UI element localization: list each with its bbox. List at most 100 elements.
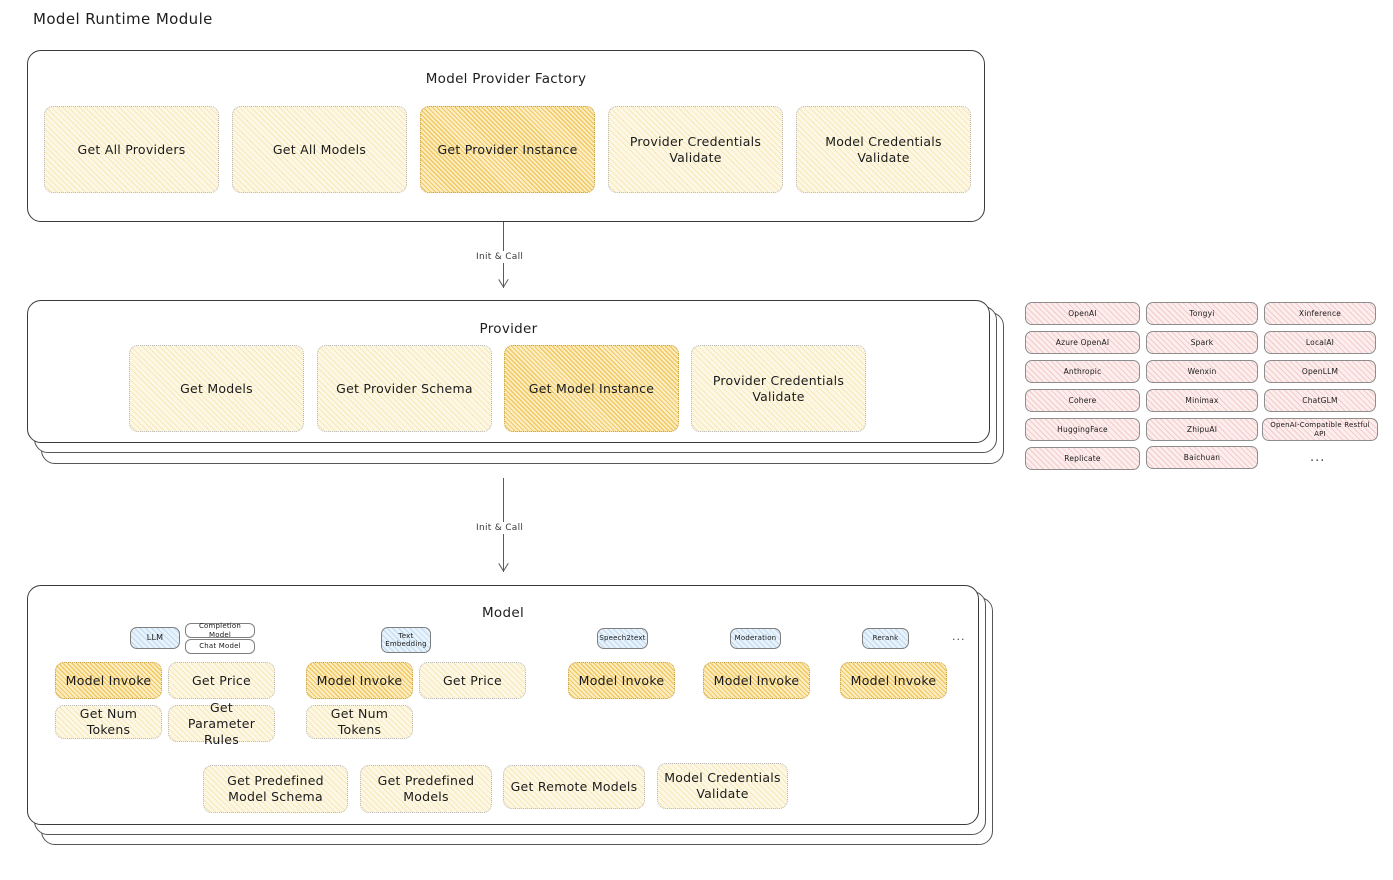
model-text-embedding-node-get-price[interactable]: Get Price (419, 662, 526, 699)
chip-label: Azure OpenAI (1055, 338, 1110, 347)
provider-title: Provider (479, 321, 538, 337)
chip-label: Baichuan (1183, 453, 1221, 462)
model-moderation-node-model-invoke[interactable]: Model Invoke (703, 662, 810, 699)
factory-node-get-all-models[interactable]: Get All Models (232, 106, 407, 193)
node-label: Get Price (443, 672, 502, 688)
arrow-factory-to-provider-head (498, 278, 509, 289)
arrow-factory-to-provider-label: Init & Call (472, 251, 528, 263)
model-rerank-node-model-invoke[interactable]: Model Invoke (840, 662, 947, 699)
provider-node-get-provider-schema[interactable]: Get Provider Schema (317, 345, 492, 432)
factory-node-get-all-providers[interactable]: Get All Providers (44, 106, 219, 193)
node-label: Model Credentials Validate (664, 770, 781, 801)
node-label: Model Credentials Validate (825, 133, 942, 165)
chip-label: ZhipuAI (1186, 425, 1218, 434)
chip-label: OpenLLM (1301, 367, 1339, 376)
provider-chip-azure-openai[interactable]: Azure OpenAI (1025, 331, 1140, 354)
provider-chip-openai-compatible-restful-api[interactable]: OpenAI-Compatible Restful API (1262, 418, 1378, 441)
model-llm-node-model-invoke[interactable]: Model Invoke (55, 662, 162, 699)
chip-label: HuggingFace (1057, 425, 1108, 434)
chip-label: Xinference (1298, 309, 1342, 318)
model-common-node-get-predefined-model-schema[interactable]: Get Predefined Model Schema (203, 765, 348, 813)
provider-chip-replicate[interactable]: Replicate (1025, 447, 1140, 470)
badge-label: Moderation (734, 634, 777, 643)
provider-chip-xinference[interactable]: Xinference (1264, 302, 1376, 325)
node-label: Provider Credentials Validate (629, 133, 762, 165)
model-common-node-get-remote-models[interactable]: Get Remote Models (503, 765, 645, 809)
provider-list-more-ellipsis: ... (1310, 450, 1326, 465)
provider-node-provider-credentials-validate[interactable]: Provider Credentials Validate (691, 345, 866, 432)
badge-label: LLM (146, 633, 164, 643)
factory-node-provider-credentials-validate[interactable]: Provider Credentials Validate (608, 106, 783, 193)
provider-chip-tongyi[interactable]: Tongyi (1146, 302, 1258, 325)
chip-label: LocalAI (1305, 338, 1335, 347)
provider-chip-baichuan[interactable]: Baichuan (1146, 446, 1258, 469)
provider-chip-minimax[interactable]: Minimax (1146, 389, 1258, 412)
page-title: Model Runtime Module (33, 10, 213, 28)
model-llm-node-get-parameter-rules[interactable]: Get Parameter Rules (168, 700, 275, 747)
node-label: Model Invoke (65, 672, 152, 688)
arrow-provider-to-model-head (498, 562, 509, 573)
model-llm-node-get-price[interactable]: Get Price (168, 662, 275, 699)
model-type-badge-rerank[interactable]: Rerank (862, 628, 909, 649)
provider-chip-huggingface[interactable]: HuggingFace (1025, 418, 1140, 441)
subtype-label: Chat Model (199, 642, 241, 651)
node-label: Get Num Tokens (79, 706, 138, 737)
node-label: Get Predefined Models (377, 773, 475, 804)
chip-label: OpenAI-Compatible Restful API (1270, 421, 1370, 438)
model-speech2text-node-model-invoke[interactable]: Model Invoke (568, 662, 675, 699)
node-label: Get Predefined Model Schema (227, 773, 324, 804)
model-subtype-completion-model[interactable]: Completion Model (185, 622, 255, 639)
chip-label: Anthropic (1063, 367, 1102, 376)
provider-node-get-model-instance[interactable]: Get Model Instance (504, 345, 679, 432)
model-title: Model (481, 605, 525, 621)
node-label: Get Models (180, 380, 253, 396)
model-common-node-get-predefined-models[interactable]: Get Predefined Models (360, 765, 492, 813)
chip-label: ChatGLM (1302, 396, 1338, 405)
badge-label: Rerank (872, 634, 899, 643)
node-label: Get Provider Instance (437, 141, 578, 157)
arrow-provider-to-model-label: Init & Call (472, 522, 528, 534)
factory-node-model-credentials-validate[interactable]: Model Credentials Validate (796, 106, 971, 193)
provider-chip-spark[interactable]: Spark (1146, 331, 1258, 354)
provider-chip-chatglm[interactable]: ChatGLM (1264, 389, 1376, 412)
node-label: Model Invoke (713, 672, 800, 688)
model-text-embedding-node-model-invoke[interactable]: Model Invoke (306, 662, 413, 699)
badge-label: Text Embedding (385, 631, 427, 648)
provider-chip-anthropic[interactable]: Anthropic (1025, 360, 1140, 383)
chip-label: Spark (1190, 338, 1214, 347)
model-subtype-chat-model[interactable]: Chat Model (185, 639, 255, 654)
model-llm-node-get-num-tokens[interactable]: Get Num Tokens (55, 705, 162, 739)
node-label: Get All Models (272, 141, 367, 157)
node-label: Model Invoke (578, 672, 665, 688)
provider-chip-wenxin[interactable]: Wenxin (1146, 360, 1258, 383)
chip-label: Cohere (1068, 396, 1097, 405)
node-label: Get Remote Models (510, 779, 638, 794)
provider-chip-cohere[interactable]: Cohere (1025, 389, 1140, 412)
model-text-embedding-node-get-num-tokens[interactable]: Get Num Tokens (306, 705, 413, 739)
chip-label: Tongyi (1189, 309, 1215, 318)
node-label: Get All Providers (77, 141, 186, 157)
provider-chip-localai[interactable]: LocalAI (1264, 331, 1376, 354)
node-label: Model Invoke (316, 672, 403, 688)
chip-label: Replicate (1064, 454, 1101, 463)
model-type-badge-text-embedding[interactable]: Text Embedding (381, 627, 431, 653)
chip-label: Minimax (1185, 396, 1219, 405)
node-label: Provider Credentials Validate (712, 372, 845, 404)
model-common-node-model-credentials-validate[interactable]: Model Credentials Validate (657, 763, 788, 809)
model-type-badge-llm[interactable]: LLM (130, 627, 180, 649)
provider-chip-openai[interactable]: OpenAI (1025, 302, 1140, 325)
node-label: Model Invoke (850, 672, 937, 688)
chip-label: OpenAI (1068, 309, 1097, 318)
node-label: Get Model Instance (528, 380, 655, 396)
provider-chip-openllm[interactable]: OpenLLM (1264, 360, 1376, 383)
provider-node-get-models[interactable]: Get Models (129, 345, 304, 432)
node-label: Get Parameter Rules (187, 699, 256, 747)
model-type-badge-moderation[interactable]: Moderation (730, 628, 781, 649)
badge-label: Speech2text (599, 634, 646, 643)
factory-node-get-provider-instance[interactable]: Get Provider Instance (420, 106, 595, 193)
model-type-badge-speech2text[interactable]: Speech2text (597, 628, 648, 649)
model-types-more-ellipsis: ... (952, 630, 966, 643)
provider-chip-zhipuai[interactable]: ZhipuAI (1146, 418, 1258, 441)
chip-label: Wenxin (1187, 367, 1217, 376)
